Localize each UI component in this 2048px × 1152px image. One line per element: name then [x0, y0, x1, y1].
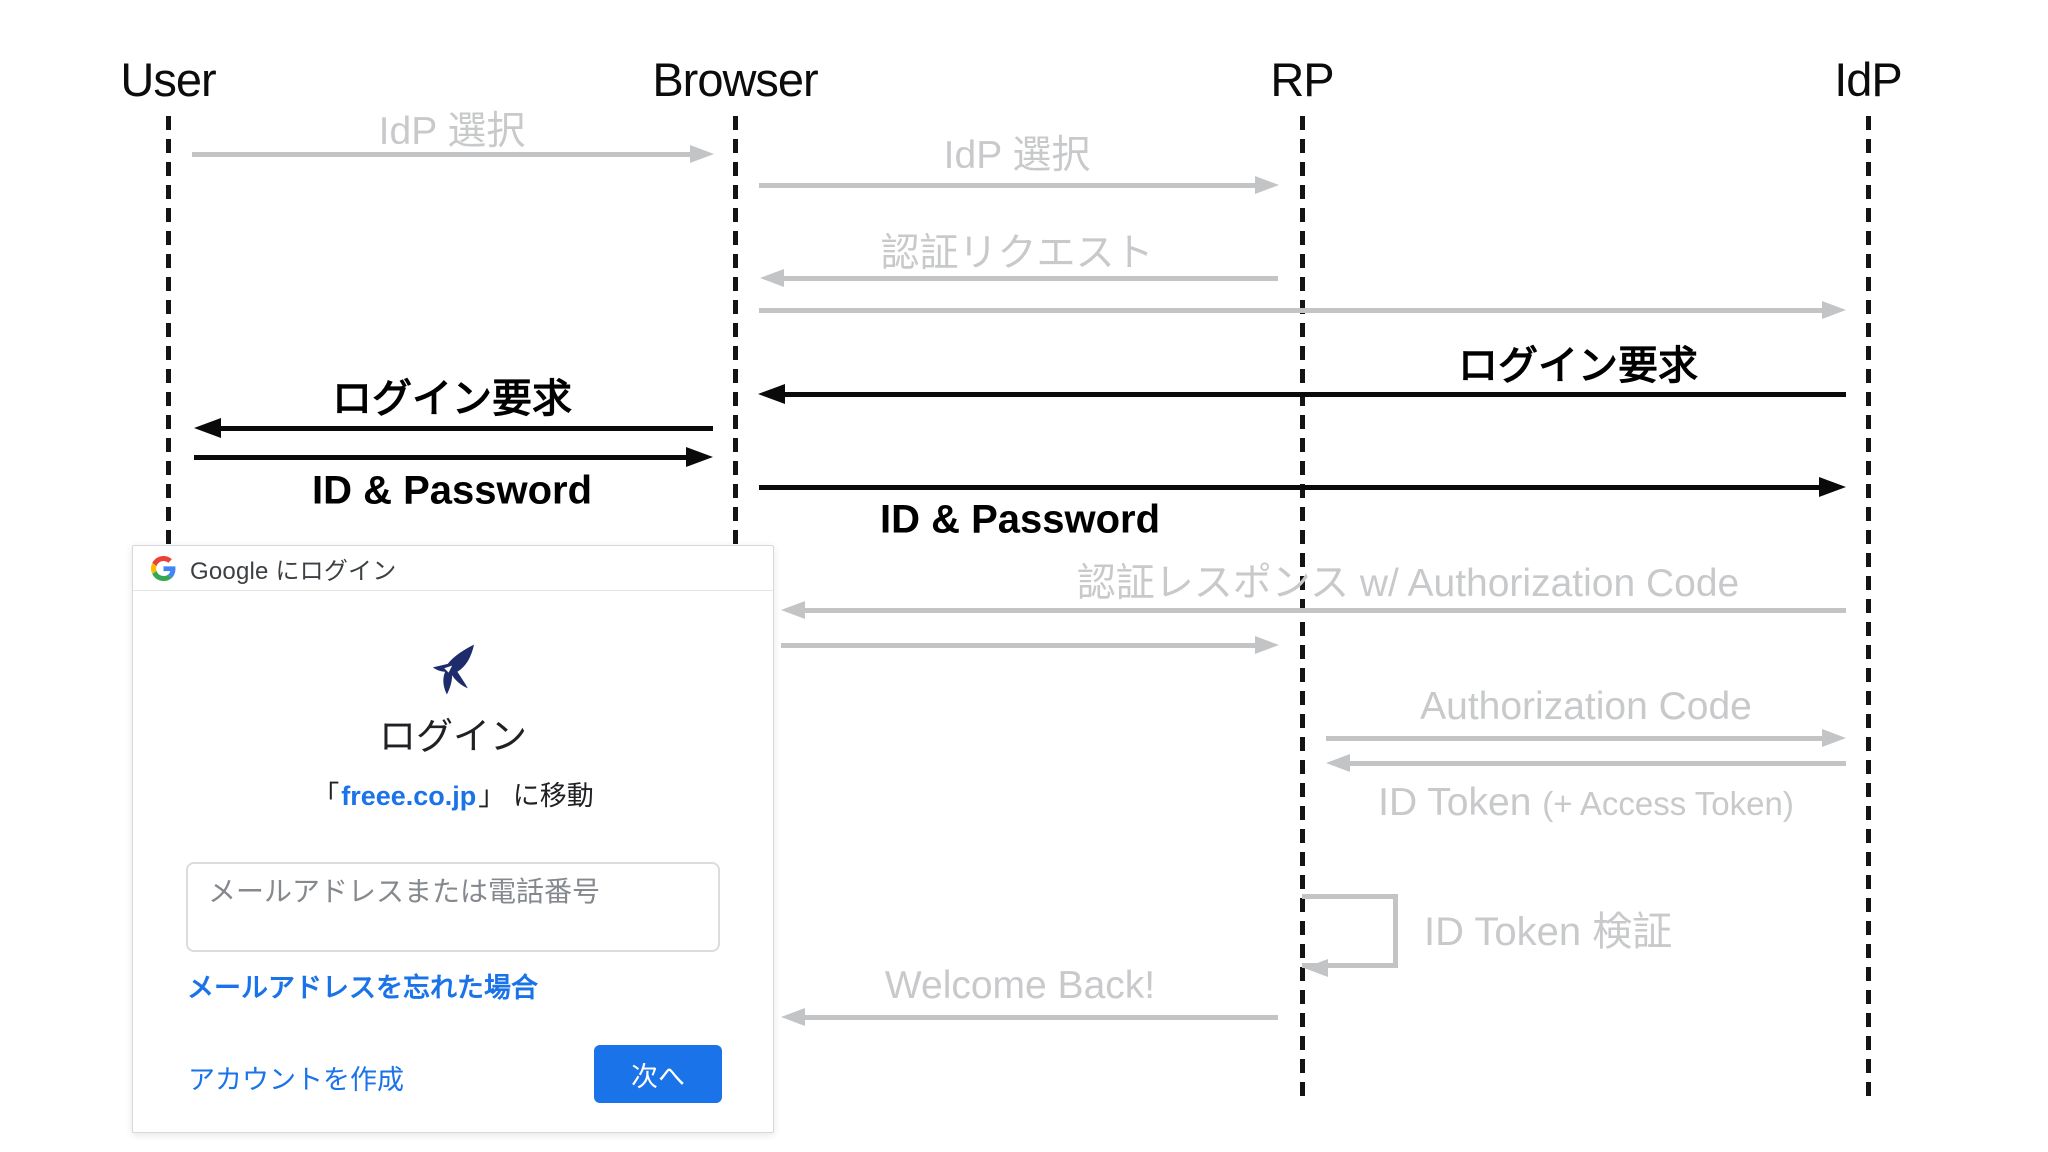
arrowhead-left-icon: [781, 601, 805, 619]
message-label-id-token-verify: ID Token 検証: [1424, 910, 1673, 954]
arrowhead-right-icon: [1255, 176, 1279, 194]
lifeline-name-rp: RP: [1270, 53, 1334, 106]
message-arrow-idp-select-2: [759, 175, 1279, 197]
lifeline-name-user: User: [120, 53, 216, 106]
arrowhead-right-icon: [1822, 301, 1846, 319]
arrowhead-right-icon: [1255, 636, 1279, 654]
arrowhead-left-icon: [1304, 959, 1328, 977]
arrowhead-right-icon: [1819, 477, 1846, 497]
message-label-idp-select-1: IdP 選択: [378, 110, 526, 153]
arrowhead-left-icon: [194, 418, 221, 438]
arrowhead-left-icon: [1326, 754, 1350, 772]
message-label-login-request-1: ログイン要求: [1458, 344, 1698, 388]
message-arrow-id-password-2: [759, 477, 1846, 499]
arrowhead-right-icon: [690, 145, 714, 163]
dialog-title: Google にログイン: [190, 557, 397, 585]
lifeline-idp: [1866, 116, 1871, 1100]
forgot-email-link[interactable]: メールアドレスを忘れた場合: [187, 973, 538, 1003]
message-arrow-authorization-code: [1326, 728, 1846, 750]
freee-swallow-logo-icon: [424, 642, 482, 703]
arrowhead-left-icon: [781, 1008, 805, 1026]
id-token-label-main: ID Token: [1378, 781, 1543, 824]
arrowhead-left-icon: [758, 384, 785, 404]
message-arrow-login-request-1: [758, 384, 1846, 406]
lifeline-name-idp: IdP: [1834, 53, 1903, 106]
message-arrow-auth-request-forward: [759, 300, 1846, 322]
lifeline-name-browser: Browser: [652, 53, 818, 106]
message-self-loop-id-token-verify: [1302, 894, 1398, 977]
message-label-id-token: ID Token (+ Access Token): [1378, 781, 1794, 825]
google-signin-dialog: Google にログイン ログイン 「freee.co.jp」 に移動 メールア…: [132, 545, 774, 1133]
message-arrow-login-request-2: [194, 418, 713, 440]
destination-domain: freee.co.jp: [341, 781, 477, 811]
create-account-link[interactable]: アカウントを作成: [188, 1065, 404, 1095]
message-arrow-auth-request: [760, 268, 1278, 290]
google-logo-icon: [151, 555, 176, 581]
message-label-login-request-2: ログイン要求: [332, 377, 572, 421]
arrowhead-left-icon: [760, 269, 784, 287]
message-arrow-id-token: [1326, 753, 1846, 775]
message-label-id-password-1: ID & Password: [311, 468, 593, 513]
message-label-auth-request: 認証リクエスト: [880, 232, 1154, 275]
dialog-heading: ログイン: [379, 716, 527, 757]
message-label-idp-select-2: IdP 選択: [943, 134, 1091, 177]
dialog-header: Google にログイン: [133, 546, 773, 591]
id-token-label-sub: (+ Access Token): [1542, 785, 1794, 822]
bracket-close: 」: [478, 781, 506, 811]
arrowhead-right-icon: [686, 447, 713, 467]
dialog-destination-line: 「freee.co.jp」 に移動: [133, 774, 773, 813]
message-label-welcome-back: Welcome Back!: [884, 964, 1156, 1007]
bracket-open: 「: [312, 781, 340, 811]
message-label-auth-response: 認証レスポンス w/ Authorization Code: [1076, 562, 1740, 605]
message-arrow-id-password-1: [194, 447, 713, 469]
email-or-phone-input[interactable]: [186, 862, 720, 952]
arrowhead-right-icon: [1822, 729, 1846, 747]
message-arrow-idp-select-1: [192, 144, 714, 166]
destination-suffix: に移動: [505, 781, 594, 811]
message-arrow-welcome-back: [781, 1007, 1278, 1029]
message-arrow-auth-response-forward: [781, 635, 1279, 657]
message-arrow-auth-response: [781, 600, 1846, 622]
message-label-id-password-2: ID & Password: [879, 497, 1161, 542]
next-button[interactable]: 次へ: [594, 1045, 722, 1103]
message-label-authorization-code: Authorization Code: [1420, 685, 1752, 728]
